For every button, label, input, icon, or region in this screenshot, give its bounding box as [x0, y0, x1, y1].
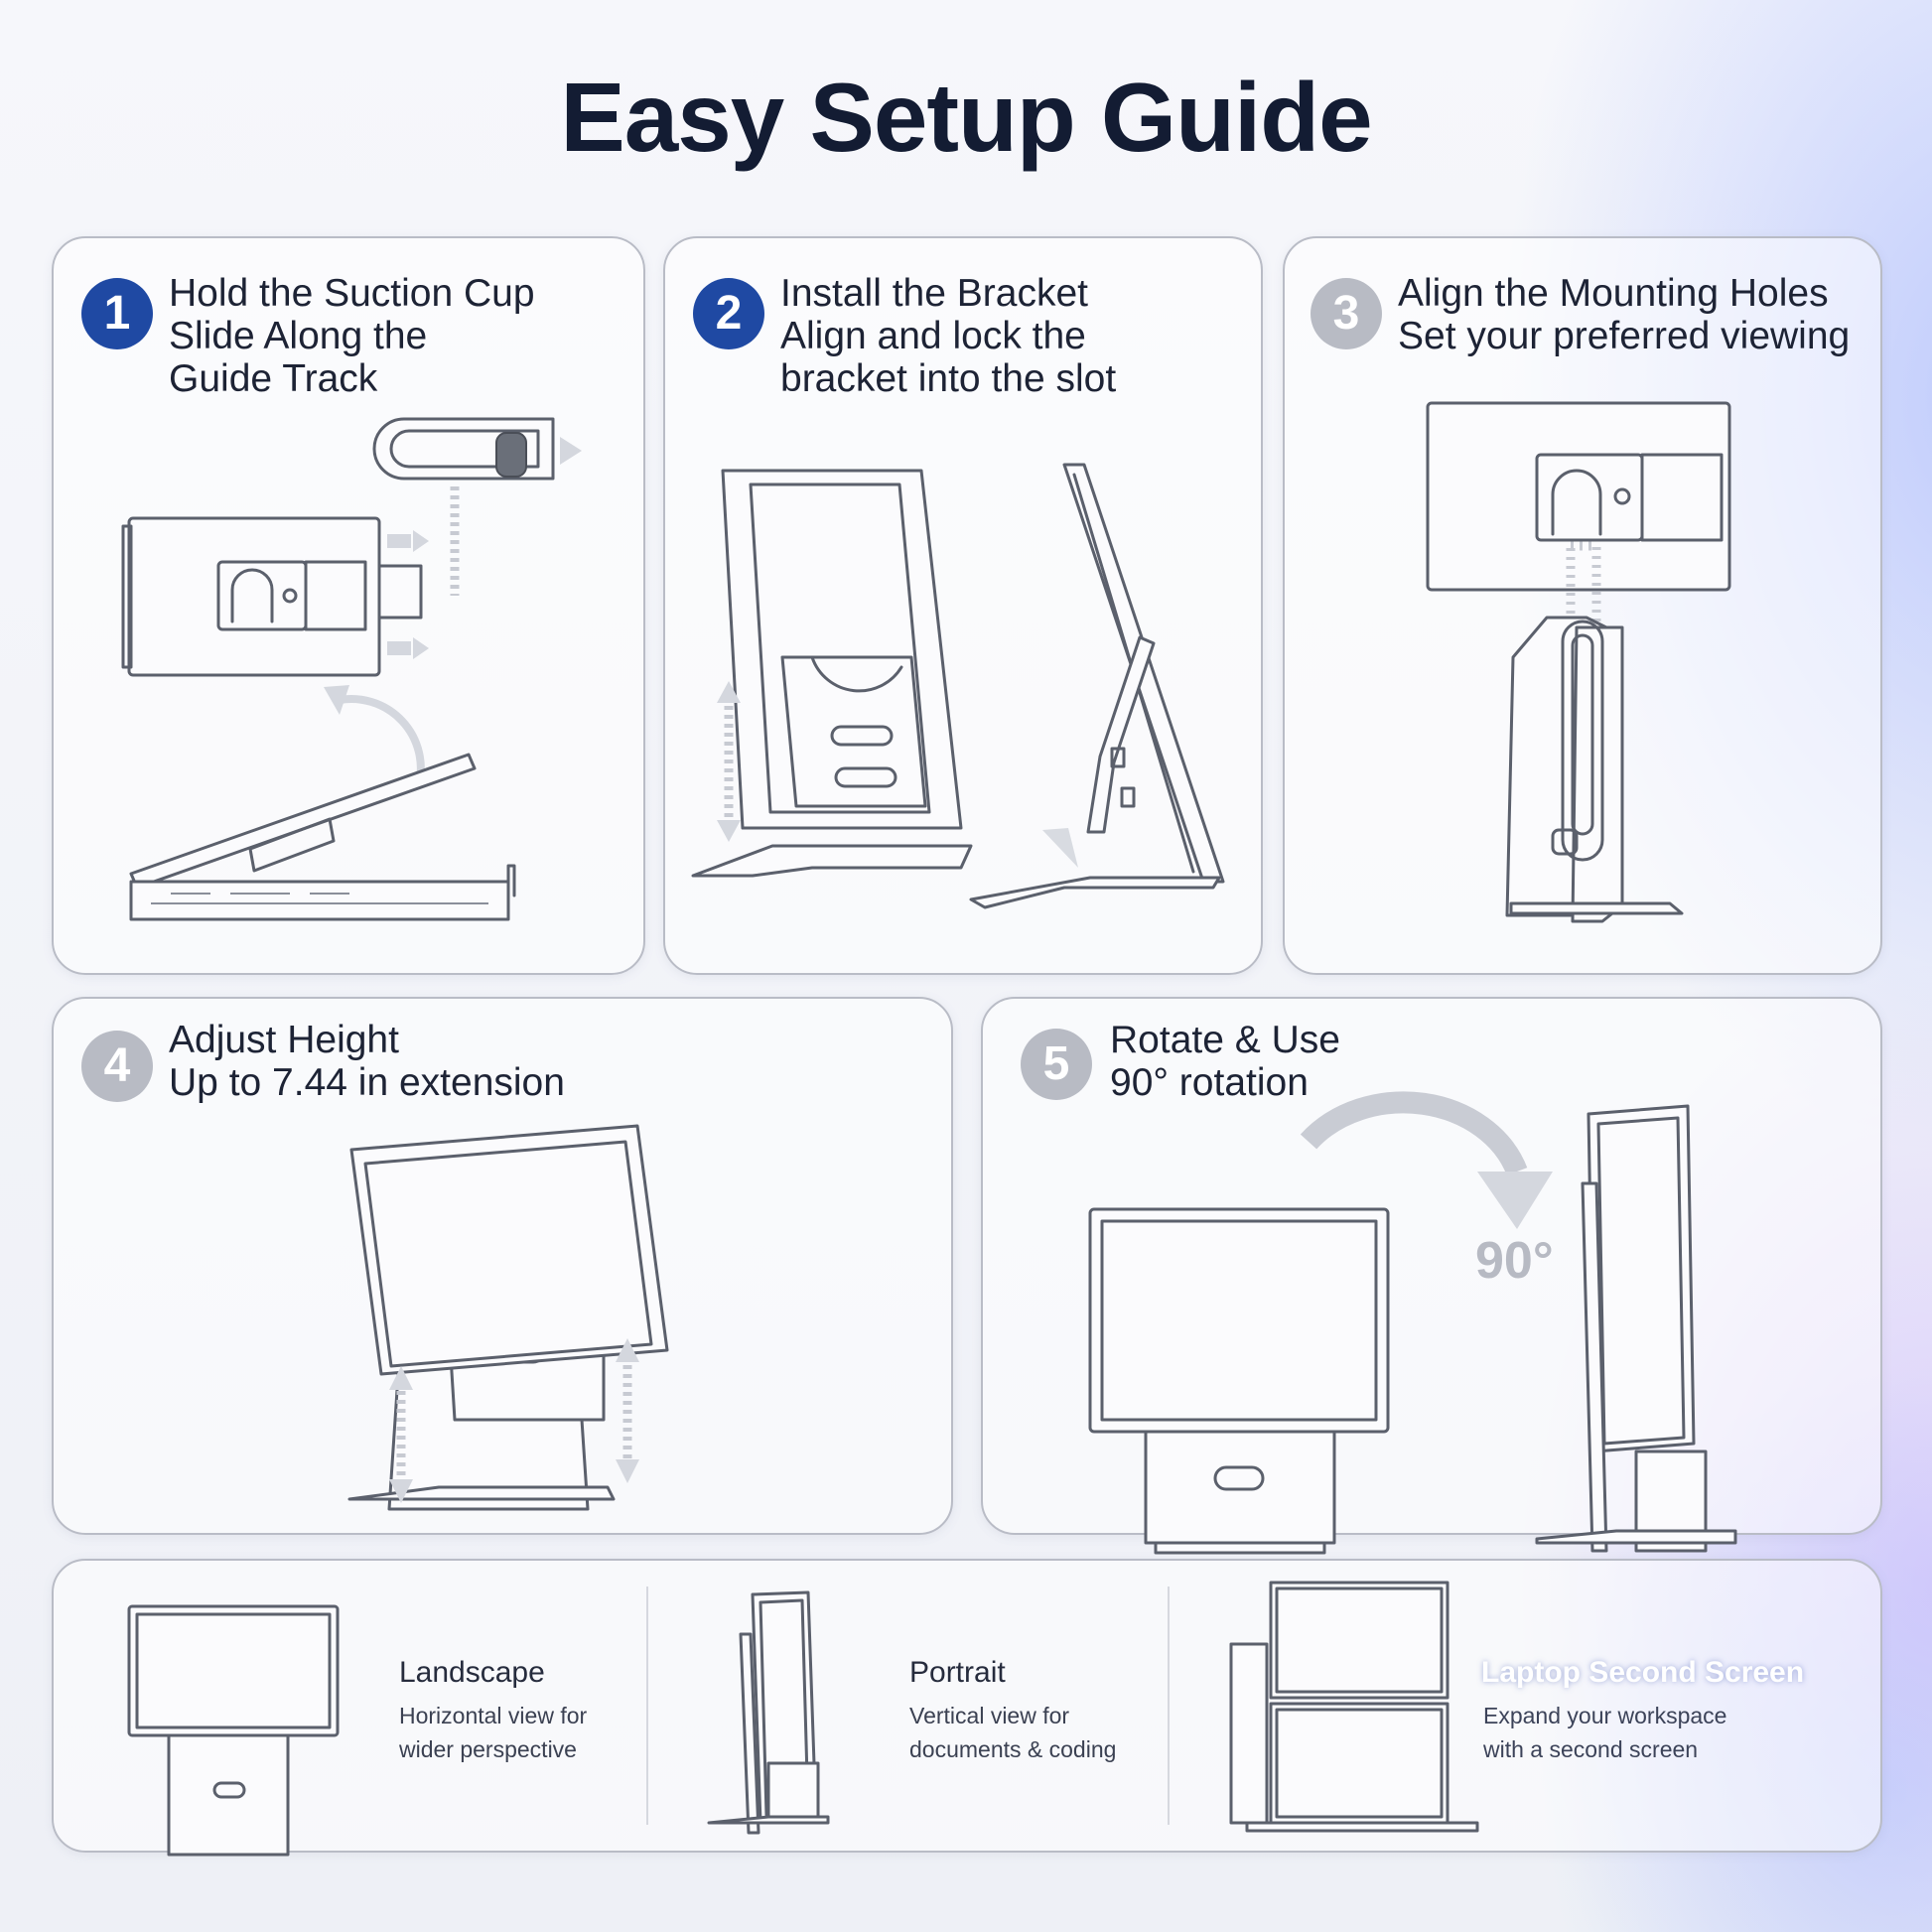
- modes-divider-2: [1168, 1587, 1170, 1825]
- suction-cup-icon: [372, 417, 582, 596]
- step-2-illustration: [691, 463, 1225, 909]
- step-1-line-3: Guide Track: [169, 357, 378, 400]
- step-1-illustration: [121, 417, 582, 921]
- height-arrow-right-icon: [616, 1338, 639, 1483]
- step-4-text: Adjust Height Up to 7.44 in extension: [169, 1019, 565, 1104]
- step-1-line-2: Slide Along the: [169, 315, 428, 357]
- step-1-line-1: Hold the Suction Cup: [169, 272, 535, 315]
- step-3-text: Align the Mounting Holes Set your prefer…: [1398, 272, 1850, 357]
- step-5-badge: 5: [1021, 1029, 1092, 1100]
- page-title: Easy Setup Guide: [560, 63, 1372, 172]
- monitor-back-icon: [1426, 401, 1731, 630]
- step-1-text: Hold the Suction Cup Slide Along the Gui…: [169, 272, 535, 400]
- step-3-line-1: Align the Mounting Holes: [1398, 272, 1829, 315]
- rotation-label: 90°: [1475, 1232, 1554, 1290]
- step-2-line-2: Align and lock the: [780, 315, 1086, 357]
- monitor-back-icon: [121, 516, 429, 677]
- modes-divider-1: [646, 1587, 648, 1825]
- landscape-mode-title: Landscape: [399, 1656, 545, 1689]
- bracket-side-icon: [969, 463, 1225, 909]
- landscape-desc-line-1: Horizontal view for: [399, 1703, 588, 1728]
- step-4-badge: 4: [81, 1031, 153, 1102]
- step-5-line-2: 90° rotation: [1110, 1061, 1309, 1104]
- step-3-badge: 3: [1311, 278, 1382, 349]
- portrait-monitor-icon: [1535, 1104, 1737, 1553]
- step-3-line-2: Set your preferred viewing: [1398, 315, 1851, 357]
- rotation-arrow-icon: [1300, 1091, 1553, 1229]
- portrait-desc-line-1: Vertical view for: [909, 1703, 1070, 1728]
- landscape-desc-line-2: wider perspective: [399, 1736, 577, 1762]
- laptop-second-screen-title: Laptop Second Screen: [1481, 1656, 1805, 1689]
- step-3-illustration: [1426, 401, 1731, 923]
- portrait-mode-title: Portrait: [909, 1656, 1006, 1689]
- bracket-front-icon: [691, 469, 973, 878]
- step-2-badge: 2: [693, 278, 764, 349]
- step-2-text: Install the Bracket Align and lock the b…: [780, 272, 1116, 400]
- step-4-line-1: Adjust Height: [169, 1019, 399, 1061]
- step-5-text: Rotate & Use 90° rotation: [1110, 1019, 1340, 1104]
- portrait-mode-illustration: [707, 1590, 830, 1835]
- laptop-desc-line-1: Expand your workspace: [1483, 1703, 1727, 1728]
- step-4-illustration: [347, 1124, 669, 1511]
- landscape-monitor-icon: [1088, 1207, 1390, 1555]
- step-2-line-3: bracket into the slot: [780, 357, 1117, 400]
- curved-arrow-icon: [324, 685, 425, 785]
- laptop-second-screen-desc: Expand your workspace with a second scre…: [1483, 1699, 1726, 1766]
- modes-panel: [52, 1559, 1882, 1853]
- laptop-second-screen-illustration: [1229, 1581, 1479, 1833]
- monitor-icon: [349, 1124, 669, 1376]
- folded-stand-icon: [129, 753, 516, 921]
- step-2-line-1: Install the Bracket: [780, 272, 1088, 315]
- portrait-desc-line-2: documents & coding: [909, 1736, 1117, 1762]
- landscape-mode-illustration: [127, 1604, 340, 1857]
- step-1-badge: 1: [81, 278, 153, 349]
- step-5-illustration: [1088, 1091, 1737, 1555]
- bracket-icon: [1505, 616, 1684, 923]
- step-4-line-2: Up to 7.44 in extension: [169, 1061, 565, 1104]
- step-5-line-1: Rotate & Use: [1110, 1019, 1340, 1061]
- landscape-mode-desc: Horizontal view for wider perspective: [399, 1699, 587, 1766]
- laptop-desc-line-2: with a second screen: [1483, 1736, 1699, 1762]
- portrait-mode-desc: Vertical view for documents & coding: [909, 1699, 1116, 1766]
